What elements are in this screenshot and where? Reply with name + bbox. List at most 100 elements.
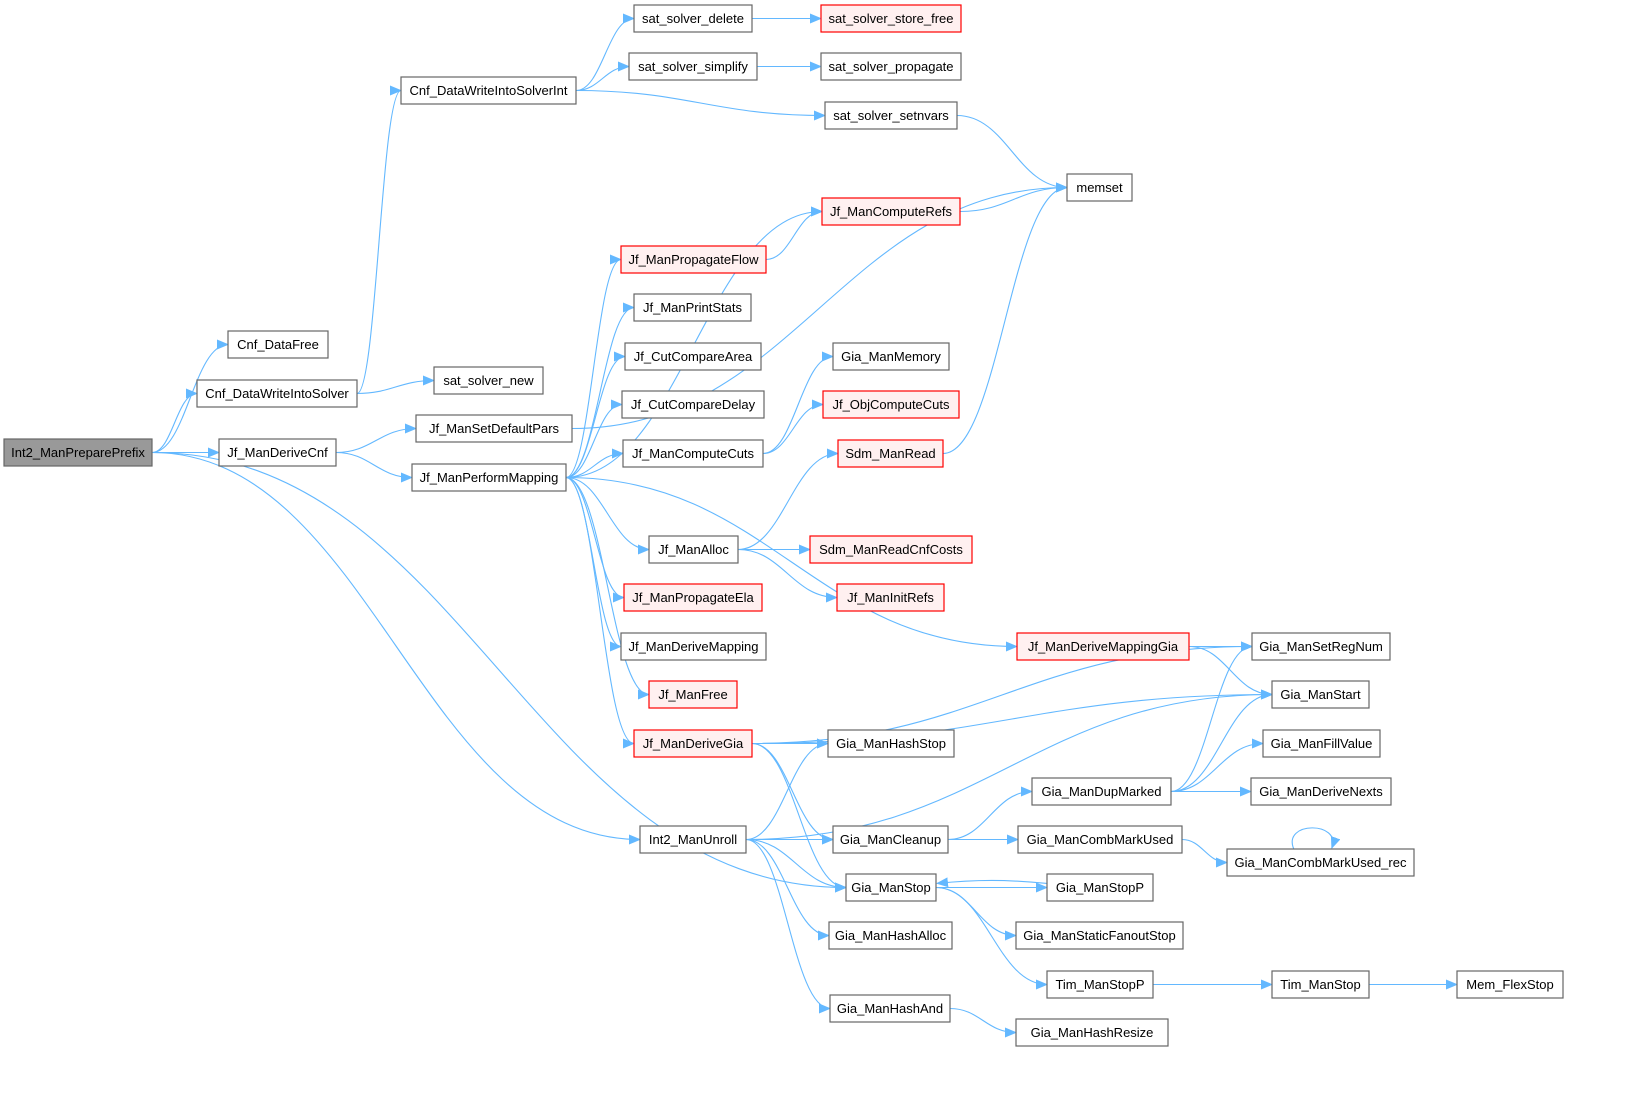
node-sat-solver-propagate[interactable]: sat_solver_propagate [820,52,962,81]
edges-layer [151,13,1458,1038]
node-jf-manperformmapping[interactable]: Jf_ManPerformMapping [411,463,567,492]
node-gia-mandupmarked[interactable]: Gia_ManDupMarked [1031,777,1172,806]
edge-n13-n15 [565,254,622,479]
node-memset[interactable]: memset [1066,173,1133,202]
node-gia-mancleanup[interactable]: Gia_ManCleanup [832,825,949,854]
node-label: Jf_ManPropagateEla [632,590,754,605]
node-jf-manderivegia[interactable]: Jf_ManDeriveGia [633,729,753,758]
node-jf-manalloc[interactable]: Jf_ManAlloc [648,535,739,564]
node-sat-solver-new[interactable]: sat_solver_new [433,366,544,395]
node-box [620,245,767,274]
node-jf-mancomputerefs[interactable]: Jf_ManComputeRefs [821,197,961,226]
node-box [828,921,953,950]
node-box [827,729,955,758]
node-label: Jf_ManPrintStats [643,300,742,315]
edge-n37-n32 [745,689,1273,841]
node-box [415,414,573,443]
node-box [1456,970,1564,999]
node-jf-manderivemapping[interactable]: Jf_ManDeriveMapping [620,632,767,661]
node-box [639,825,747,854]
edge-n13-n26 [565,476,625,603]
node-gia-manmemory[interactable]: Gia_ManMemory [832,342,950,371]
node-jf-manderivecnf[interactable]: Jf_ManDeriveCnf [218,438,337,467]
node-box [1262,729,1381,758]
node-gia-mansetregnum[interactable]: Gia_ManSetRegNum [1251,632,1391,661]
edge-n37-n41 [745,838,847,893]
node-box [1016,632,1190,661]
node-box [845,873,937,902]
node-cnf-datafree[interactable]: Cnf_DataFree [227,330,329,359]
node-jf-objcomputecuts[interactable]: Jf_ObjComputeCuts [822,390,960,419]
node-gia-manstaticfanoutstop[interactable]: Gia_ManStaticFanoutStop [1015,921,1184,950]
node-sdm-manread[interactable]: Sdm_ManRead [837,439,944,468]
node-gia-manhashalloc[interactable]: Gia_ManHashAlloc [828,921,953,950]
node-gia-manstop[interactable]: Gia_ManStop [845,873,937,902]
edge-n42-n41 [936,877,1048,888]
node-jf-cutcomparedelay[interactable]: Jf_CutCompareDelay [621,390,765,419]
edge-n14-n9 [959,182,1068,213]
node-jf-cutcomparearea[interactable]: Jf_CutCompareArea [624,342,762,371]
node-label: Cnf_DataWriteIntoSolverInt [410,83,568,98]
node-jf-manpropagateflow[interactable]: Jf_ManPropagateFlow [620,245,767,274]
node-box [628,52,758,81]
node-label: Int2_ManPreparePrefix [11,445,145,460]
node-mem-flexstop[interactable]: Mem_FlexStop [1456,970,1564,999]
node-sat-solver-store-free[interactable]: sat_solver_store_free [820,4,962,33]
node-jf-manpropagateela[interactable]: Jf_ManPropagateEla [623,583,763,612]
edge-n13-n18 [565,399,623,479]
edge-n2-n3 [356,85,402,395]
node-gia-mancombmarkused-rec[interactable]: Gia_ManCombMarkUsed_rec [1226,848,1415,877]
node-gia-mancombmarkused[interactable]: Gia_ManCombMarkUsed [1017,825,1183,854]
node-label: Jf_ManDeriveMappingGia [1028,639,1179,654]
edge-n23-n25 [737,548,838,603]
node-label: Gia_ManStopP [1056,880,1144,895]
node-jf-mansetdefaultpars[interactable]: Jf_ManSetDefaultPars [415,414,573,443]
node-label: sat_solver_simplify [638,59,748,74]
edge-n29-n38 [751,742,834,845]
edge-n48-n49 [949,1007,1017,1038]
edge-n29-n41 [751,742,847,893]
node-label: Jf_ManInitRefs [847,590,934,605]
node-box [1251,632,1391,661]
node-box [822,390,960,419]
node-label: Gia_ManDupMarked [1042,784,1162,799]
node-sat-solver-setnvars[interactable]: sat_solver_setnvars [824,101,958,130]
node-gia-manstart[interactable]: Gia_ManStart [1271,680,1370,709]
node-box [1031,777,1172,806]
edge-n3-n6 [575,61,630,92]
node-sat-solver-delete[interactable]: sat_solver_delete [633,4,753,33]
node-int2-manunroll[interactable]: Int2_ManUnroll [639,825,747,854]
node-gia-manfillvalue[interactable]: Gia_ManFillValue [1262,729,1381,758]
node-gia-manstopp[interactable]: Gia_ManStopP [1046,873,1154,902]
node-tim-manstop[interactable]: Tim_ManStop [1271,970,1370,999]
node-sat-solver-simplify[interactable]: sat_solver_simplify [628,52,758,81]
node-jf-maninitrefs[interactable]: Jf_ManInitRefs [836,583,945,612]
node-cnf-datawriteintosolverint[interactable]: Cnf_DataWriteIntoSolverInt [400,76,577,105]
node-gia-manhashresize[interactable]: Gia_ManHashResize [1015,1018,1169,1047]
node-int2-manprepareprefix[interactable]: Int2_ManPreparePrefix [3,438,153,467]
node-label: Jf_ManDeriveCnf [227,445,328,460]
node-label: Gia_ManStop [851,880,931,895]
node-cnf-datawriteintosolver[interactable]: Cnf_DataWriteIntoSolver [196,379,358,408]
node-gia-manderivenexts[interactable]: Gia_ManDeriveNexts [1250,777,1392,806]
node-box [1271,970,1370,999]
edge-n3-n8 [575,89,826,121]
node-box [824,101,958,130]
node-gia-manhashand[interactable]: Gia_ManHashAnd [829,994,951,1023]
node-label: Jf_ManFree [658,687,727,702]
node-jf-mancomputecuts[interactable]: Jf_ManComputeCuts [622,439,764,468]
node-gia-manhashstop[interactable]: Gia_ManHashStop [827,729,955,758]
node-jf-manderivemappinggia[interactable]: Jf_ManDeriveMappingGia [1016,632,1190,661]
edge-n22-n9 [942,182,1068,455]
node-jf-manfree[interactable]: Jf_ManFree [648,680,738,709]
node-label: Gia_ManHashAlloc [835,928,947,943]
node-box [648,535,739,564]
node-box [411,463,567,492]
node-tim-manstopp[interactable]: Tim_ManStopP [1046,970,1154,999]
edge-n13-n29 [565,476,635,749]
edge-n0-n2 [151,388,198,454]
node-sdm-manreadcnfcosts[interactable]: Sdm_ManReadCnfCosts [809,535,973,564]
node-jf-manprintstats[interactable]: Jf_ManPrintStats [633,293,752,322]
node-label: Jf_ManSetDefaultPars [429,421,560,436]
